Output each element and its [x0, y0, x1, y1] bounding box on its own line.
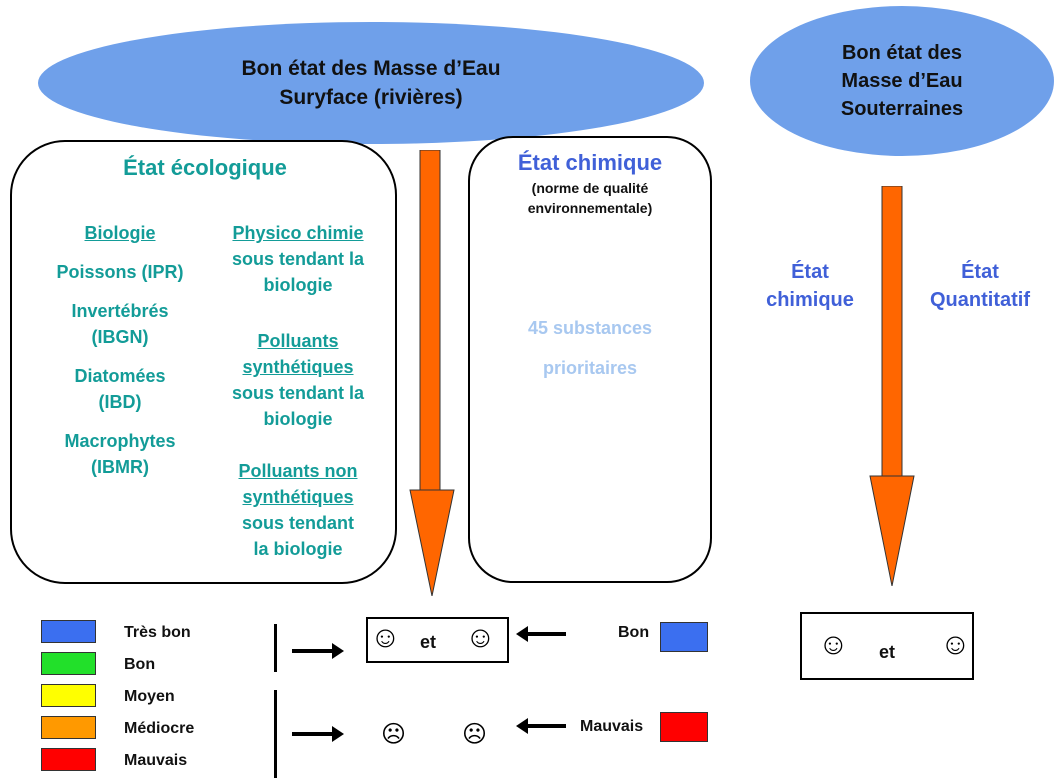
ecological-state-panel — [10, 140, 397, 584]
sad-face-icon: ☹ — [381, 721, 407, 748]
synthetic-heading1: Polluants — [257, 331, 339, 351]
synthetic-heading2: synthétiques — [242, 357, 354, 377]
substances-line1: 45 substances — [527, 318, 653, 338]
ground-quant-line2: Quantitatif — [930, 289, 1030, 311]
biology-heading: Biologie — [84, 223, 156, 243]
synthetic-text2: biologie — [263, 409, 333, 429]
legend-swatch-good — [41, 652, 96, 675]
legend-swatch-average — [41, 684, 96, 707]
biology-item-macrophytes: Macrophytes — [64, 431, 176, 451]
bon-swatch — [660, 622, 708, 652]
physico-heading: Physico chimie — [232, 223, 364, 243]
ground-chem-line2: chimique — [766, 289, 854, 311]
physico-text2: biologie — [263, 275, 333, 295]
legend-label-poor: Médiocre — [124, 720, 195, 737]
bad-arrow-right — [292, 726, 344, 742]
legend-swatch-very-good — [41, 620, 96, 643]
separator-upper — [274, 624, 277, 672]
bad-arrow-left — [516, 718, 566, 734]
good-result-box — [366, 617, 509, 663]
ground-quant-line1: État — [961, 261, 999, 283]
smiley-face-icon: ☺ — [370, 621, 401, 654]
non-synthetic-heading1: Polluants non — [238, 461, 358, 481]
bon-label: Bon — [618, 624, 650, 641]
separator-lower — [274, 690, 277, 778]
good-arrow-right — [292, 643, 344, 659]
ground-result-box — [800, 612, 974, 680]
biology-column: Biologie Poissons (IPR) Invertébrés (IBG… — [30, 220, 210, 480]
non-synthetic-text2: la biologie — [253, 539, 343, 559]
chemical-header: État chimique (norme de qualité environn… — [470, 148, 710, 218]
mauvais-swatch — [660, 712, 708, 742]
surface-ellipse-line1: Bon état des Masse d’Eau — [241, 57, 501, 80]
ground-quantitative-state: État Quantitatif — [910, 258, 1050, 314]
legend-label-bad: Mauvais — [124, 752, 188, 769]
biology-item-invertebrates: Invertébrés — [71, 301, 169, 321]
smiley-face-icon: ☺ — [940, 628, 971, 661]
non-synthetic-text1: sous tendant — [241, 513, 354, 533]
legend-swatch-poor — [41, 716, 96, 739]
ecological-title: État écologique — [123, 155, 287, 180]
ground-chem-line1: État — [791, 261, 829, 283]
chemical-title: État chimique — [517, 150, 663, 175]
legend-label-average: Moyen — [124, 688, 175, 705]
smiley-face-icon: ☺ — [818, 628, 849, 661]
surface-ellipse-line2: Suryface (rivières) — [279, 86, 463, 109]
substances-line2: prioritaires — [542, 358, 638, 378]
smiley-face-icon: ☺ — [465, 621, 496, 654]
groundwater-ellipse: Bon état des Masse d’Eau Souterraines — [750, 6, 1054, 156]
biology-item-diatoms: Diatomées — [74, 366, 166, 386]
non-synthetic-heading2: synthétiques — [242, 487, 354, 507]
synthetic-text1: sous tendant la — [231, 383, 365, 403]
physico-column: Physico chimie sous tendant la biologie … — [208, 220, 388, 562]
ground-et-label: et — [879, 642, 896, 662]
ground-chemical-state: État chimique — [740, 258, 880, 314]
biology-item-ibmr: (IBMR) — [91, 457, 149, 477]
biology-item-fish: Poissons (IPR) — [56, 262, 184, 282]
legend-swatch-bad — [41, 748, 96, 771]
surface-water-ellipse: Bon état des Masse d’Eau Suryface (riviè… — [38, 22, 704, 144]
ground-ellipse-line3: Souterraines — [840, 98, 964, 120]
chemical-sub1: (norme de qualité — [531, 180, 649, 196]
good-et-label: et — [420, 632, 437, 652]
mauvais-label: Mauvais — [580, 718, 644, 735]
good-arrow-left — [516, 626, 566, 642]
chemical-substances: 45 substances prioritaires — [470, 314, 710, 382]
physico-text1: sous tendant la — [231, 249, 365, 269]
ground-ellipse-line2: Masse d’Eau — [841, 70, 963, 92]
chemical-sub2: environnementale) — [527, 200, 653, 216]
ground-ellipse-line1: Bon état des — [841, 42, 962, 64]
biology-item-ibgn: (IBGN) — [91, 327, 149, 347]
surface-down-arrow — [409, 150, 455, 596]
legend-label-good: Bon — [124, 656, 156, 673]
biology-item-ibd: (IBD) — [98, 392, 142, 412]
sad-face-icon: ☹ — [462, 721, 488, 748]
ground-down-arrow — [869, 186, 915, 586]
chemical-state-panel — [468, 136, 712, 583]
legend-label-very-good: Très bon — [124, 624, 191, 641]
